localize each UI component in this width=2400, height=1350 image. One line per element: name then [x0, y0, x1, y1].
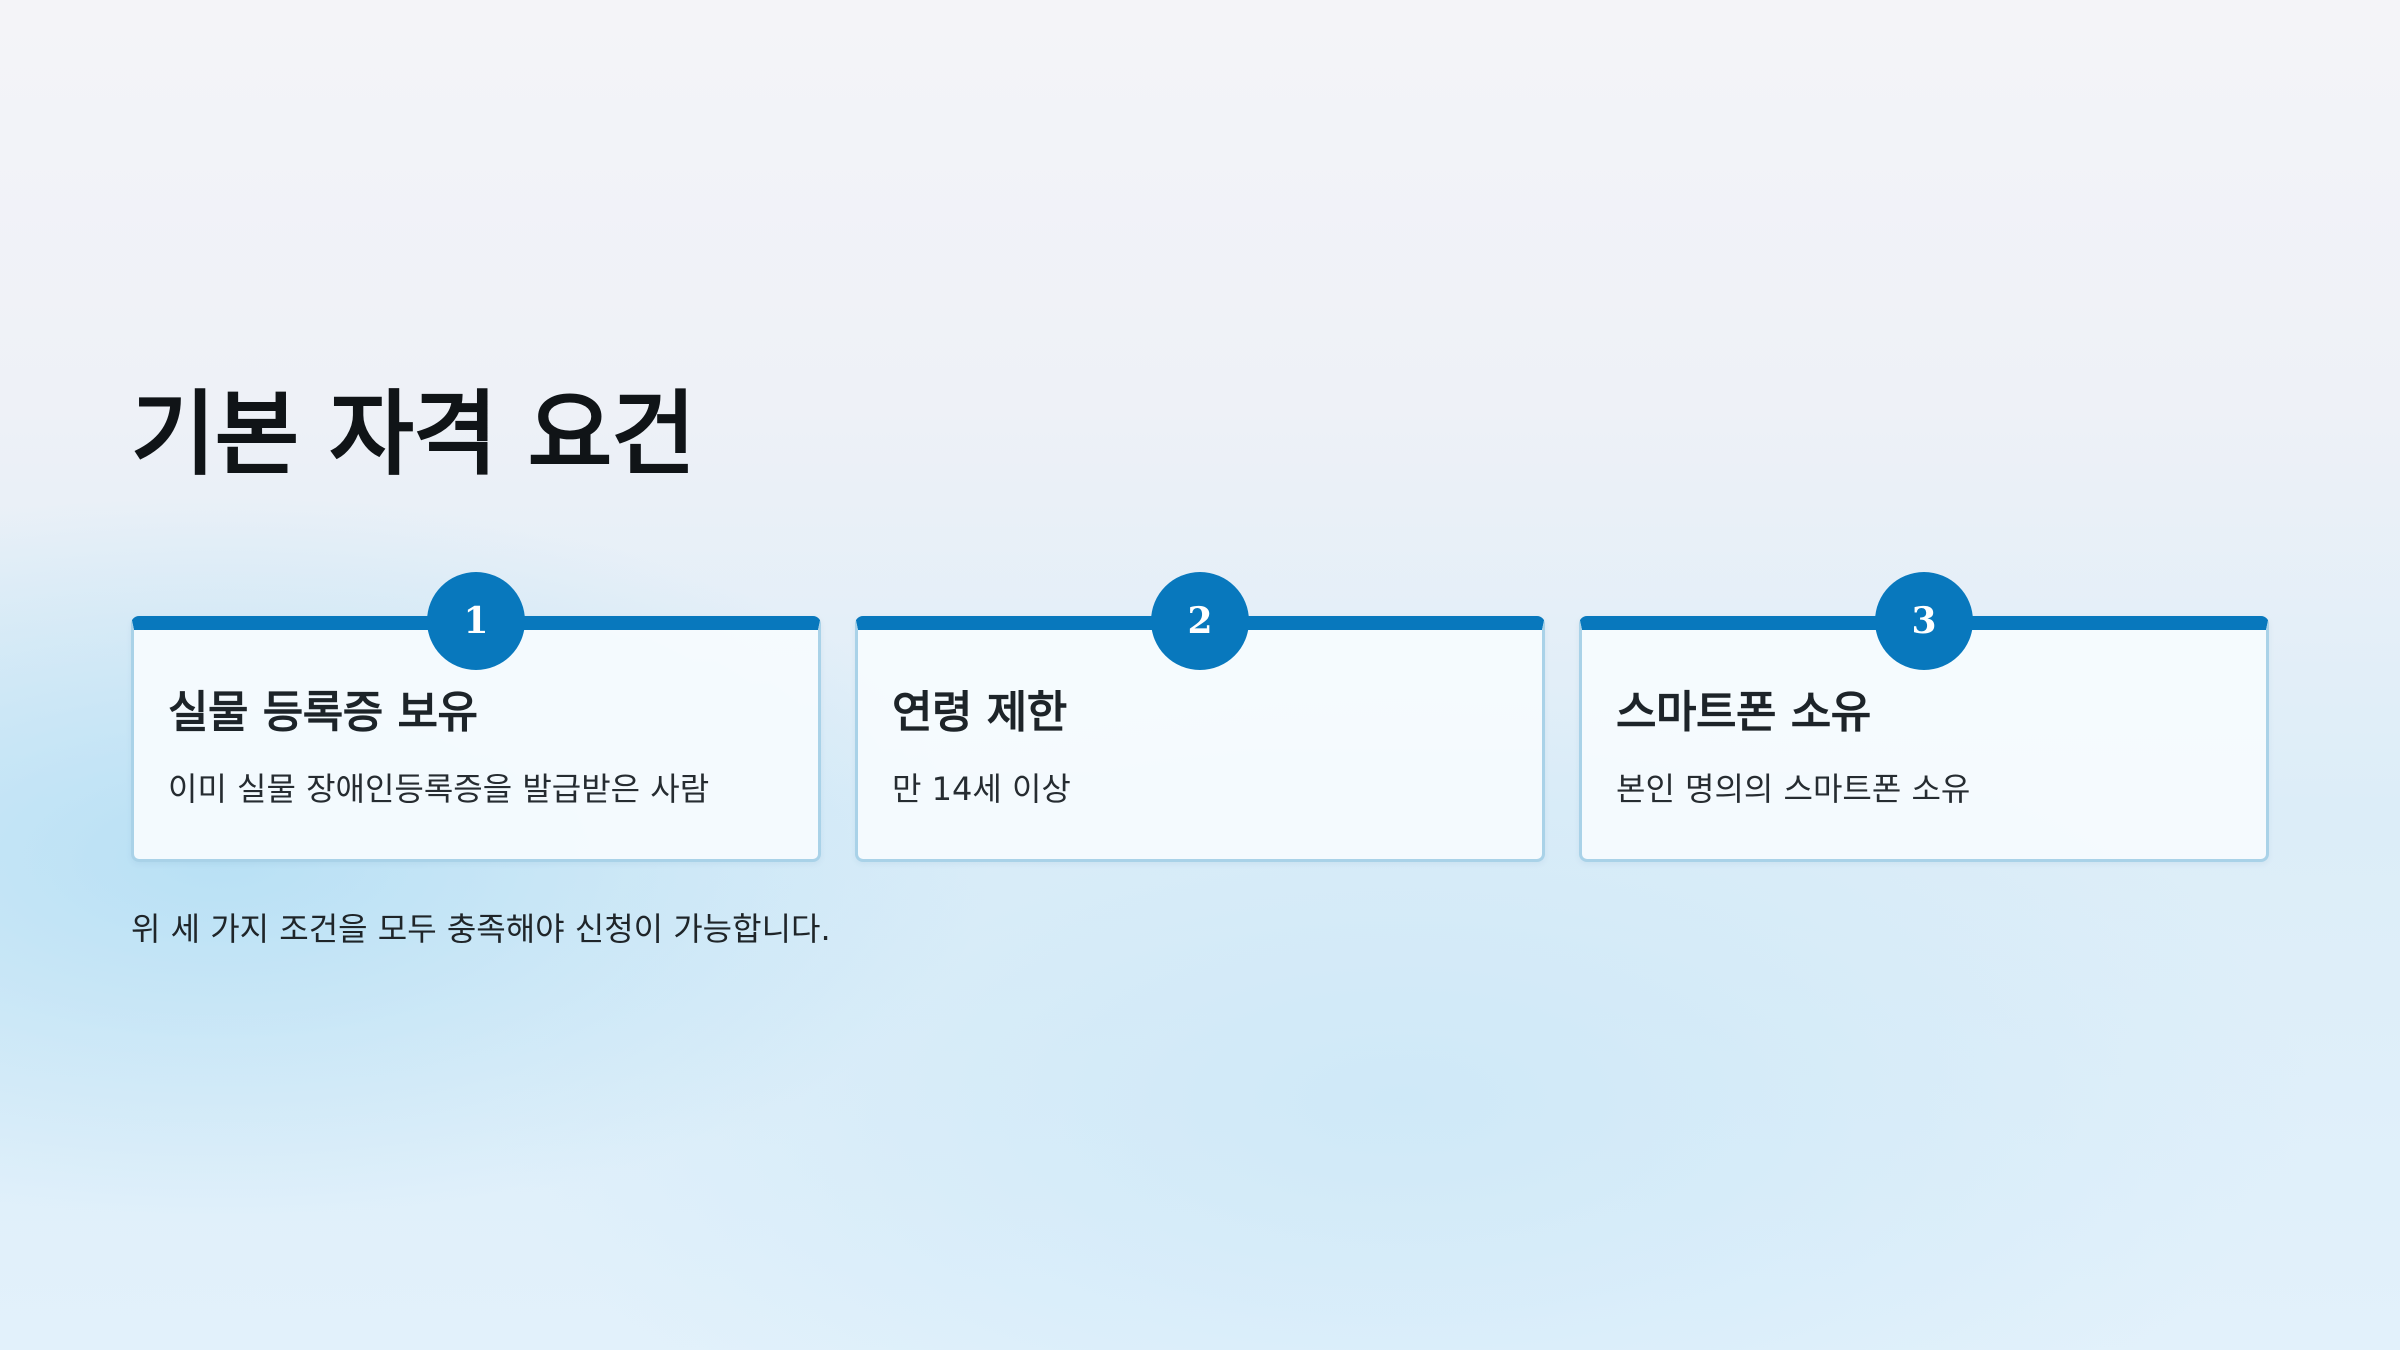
requirement-title: 연령 제한 — [892, 687, 1067, 738]
page-title: 기본 자격 요건 — [131, 381, 696, 488]
requirement-description: 본인 명의의 스마트폰 소유 — [1616, 770, 1971, 808]
requirement-description: 만 14세 이상 — [892, 770, 1071, 808]
requirement-title: 실물 등록증 보유 — [168, 687, 478, 738]
step-badge-2: 2 — [1151, 572, 1249, 670]
step-badge-1: 1 — [427, 572, 525, 670]
step-badge-3: 3 — [1875, 572, 1973, 670]
requirement-description: 이미 실물 장애인등록증을 발급받은 사람 — [168, 770, 710, 808]
requirement-title: 스마트폰 소유 — [1616, 687, 1871, 738]
requirements-list: 1 실물 등록증 보유 이미 실물 장애인등록증을 발급받은 사람 2 연령 제… — [131, 572, 2269, 862]
footnote: 위 세 가지 조건을 모두 충족해야 신청이 가능합니다. — [131, 910, 831, 948]
